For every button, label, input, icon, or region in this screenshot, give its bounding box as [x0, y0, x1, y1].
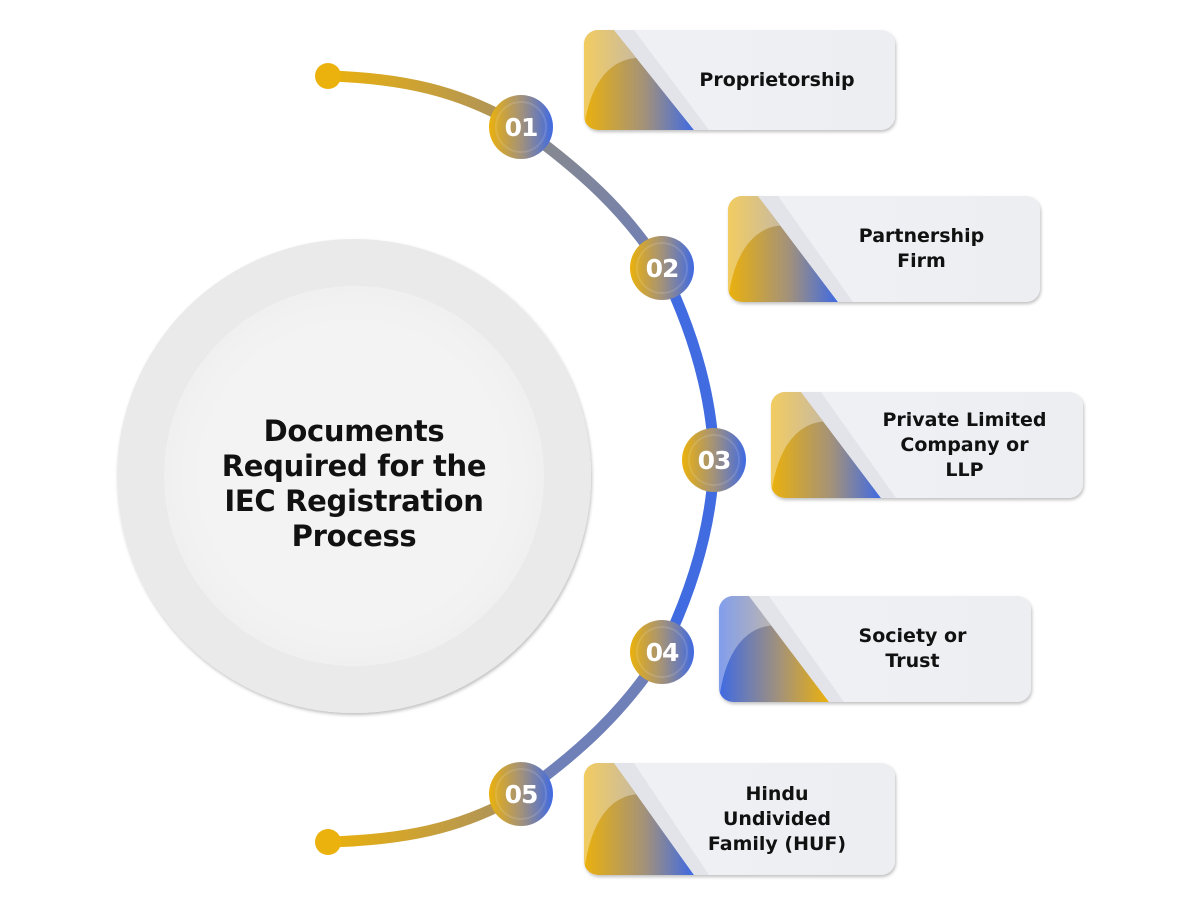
step-card-3: Private Limited Company or LLP [771, 392, 1083, 498]
card-accent-shape [719, 596, 844, 702]
step-card-label: Partnership Firm [858, 225, 985, 272]
step-node-3 [682, 428, 746, 492]
step-card-2: Partnership Firm [728, 196, 1040, 302]
hub-title-line: IEC Registration [224, 484, 484, 518]
step-number-1: 01 [504, 112, 539, 142]
step-card-5: Hindu Undivided Family (HUF) [584, 763, 895, 875]
step-node-1 [489, 95, 553, 159]
step-card-4: Society or Trust [719, 596, 1031, 702]
step-card-label: Hindu Undivided Family (HUF) [707, 782, 847, 855]
step-node-2 [630, 236, 694, 300]
hub-title-line: Process [291, 519, 417, 553]
step-node-4 [630, 620, 694, 684]
step-card-label: Proprietorship [699, 68, 855, 91]
step-card-label: Society or Trust [858, 625, 967, 672]
arc-start-dot [315, 63, 341, 89]
step-number-3: 03 [697, 445, 732, 475]
hub-title-line: Documents [263, 414, 445, 448]
hub-title-line: Required for the [221, 449, 487, 483]
step-number-4: 04 [645, 637, 680, 667]
step-number-5: 05 [504, 779, 539, 809]
card-accent-shape [584, 763, 709, 875]
step-number-2: 02 [645, 253, 680, 283]
step-card-label: Private Limited Company or LLP [882, 408, 1047, 481]
hub-inner-circle [164, 286, 544, 666]
step-card-1: Proprietorship [584, 30, 895, 130]
hub-title: Documents Required for the IEC Registrat… [164, 414, 544, 554]
arc-end-dot [315, 829, 341, 855]
step-node-5 [489, 762, 553, 826]
card-accent-shape [728, 196, 853, 302]
card-accent-shape [771, 392, 896, 498]
card-accent-shape [584, 30, 709, 130]
